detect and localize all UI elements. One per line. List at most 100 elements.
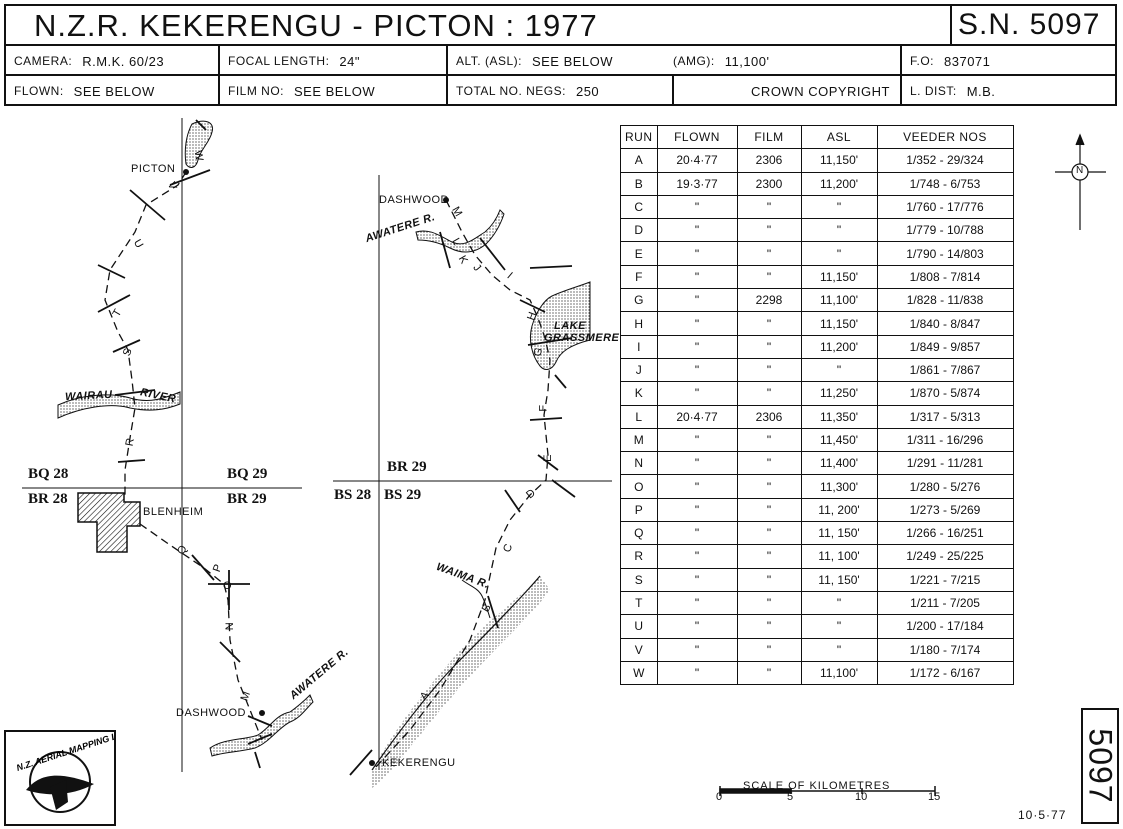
sheet-stamp-text: 5097 bbox=[1082, 728, 1119, 804]
film-cell: " bbox=[736, 334, 802, 359]
coastline bbox=[371, 575, 541, 771]
run-ticks-left bbox=[97, 119, 273, 769]
film-cell: " bbox=[736, 521, 802, 546]
header-block: N.Z.R. KEKERENGU - PICTON : 1977 S.N. 50… bbox=[4, 4, 1117, 106]
dashwood-left-dot bbox=[259, 710, 265, 716]
scale-tick-10: 10 bbox=[855, 791, 868, 803]
veeder-cell: 1/779 - 10/788 bbox=[876, 218, 1014, 243]
film-cell: " bbox=[736, 474, 802, 499]
run-cell: K bbox=[620, 381, 658, 406]
run-letter-f: F bbox=[537, 404, 550, 412]
camera-cell: CAMERA: R.M.K. 60/23 bbox=[6, 46, 220, 76]
header-film: FILM bbox=[736, 124, 802, 150]
run-cell: A bbox=[620, 148, 658, 173]
fo-value: 837071 bbox=[944, 53, 991, 69]
asl-cell: 11,200' bbox=[800, 171, 878, 196]
table-row: E"""1/790 - 14/803 bbox=[620, 241, 1014, 266]
film-cell: 2306 bbox=[736, 404, 802, 429]
sheet-bq29: BQ 29 bbox=[227, 466, 268, 482]
film-no-value: SEE BELOW bbox=[294, 83, 376, 99]
run-cell: G bbox=[620, 288, 658, 313]
table-row: H""11,150'1/840 - 8/847 bbox=[620, 311, 1014, 336]
run-cell: Q bbox=[620, 521, 658, 546]
run-cell: V bbox=[620, 637, 658, 662]
veeder-cell: 1/266 - 16/251 bbox=[876, 521, 1014, 546]
scale-bar bbox=[719, 786, 936, 796]
flown-cell: " bbox=[656, 660, 738, 686]
kekerengu-label: KEKERENGU bbox=[382, 757, 456, 769]
table-row: I""11,200'1/849 - 9/857 bbox=[620, 334, 1014, 359]
veeder-cell: 1/870 - 5/874 bbox=[876, 381, 1014, 406]
l-dist-cell: L. DIST: M.B. bbox=[902, 76, 1115, 106]
flown-cell: " bbox=[656, 544, 738, 569]
focal-length-label: FOCAL LENGTH: bbox=[228, 54, 330, 68]
amg-value: 11,100' bbox=[724, 53, 770, 69]
flown-cell: " bbox=[656, 357, 738, 383]
run-cell: L bbox=[620, 404, 658, 429]
film-cell: " bbox=[736, 427, 802, 453]
flight-line-right bbox=[374, 199, 551, 769]
copyright-cell: CROWN COPYRIGHT bbox=[674, 76, 902, 106]
flown-cell: " bbox=[656, 474, 738, 499]
table-row: M""11,450'1/311 - 16/296 bbox=[620, 427, 1014, 453]
north-arrow bbox=[1055, 133, 1106, 230]
run-letter-r: R bbox=[123, 436, 137, 448]
fo-cell: F.O: 837071 bbox=[902, 46, 1115, 76]
film-cell: " bbox=[736, 544, 802, 569]
asl-cell: 11, 200' bbox=[800, 497, 878, 523]
flown-cell: " bbox=[656, 521, 738, 546]
film-cell: 2306 bbox=[736, 148, 802, 173]
asl-cell: 11,100' bbox=[800, 288, 878, 313]
run-cell: F bbox=[620, 264, 658, 290]
veeder-cell: 1/849 - 9/857 bbox=[876, 334, 1014, 359]
flown-cell: " bbox=[656, 194, 738, 220]
flown-cell: " bbox=[656, 381, 738, 406]
dashwood-right-label: DASHWOOD bbox=[379, 194, 449, 206]
film-cell: " bbox=[736, 637, 802, 662]
awatere-river-left bbox=[209, 694, 314, 757]
run-cell: R bbox=[620, 544, 658, 569]
veeder-cell: 1/840 - 8/847 bbox=[876, 311, 1014, 336]
run-cell: H bbox=[620, 311, 658, 336]
asl-cell: 11,200' bbox=[800, 334, 878, 359]
run-cell: U bbox=[620, 614, 658, 639]
film-cell: 2298 bbox=[736, 288, 802, 313]
run-ticks-right bbox=[349, 231, 576, 776]
flown-cell: " bbox=[656, 334, 738, 359]
header-row-2: FLOWN: SEE BELOW FILM NO: SEE BELOW TOTA… bbox=[6, 74, 1115, 106]
focal-length-value: 24" bbox=[339, 53, 360, 69]
asl-cell: " bbox=[800, 637, 878, 662]
veeder-cell: 1/221 - 7/215 bbox=[876, 567, 1014, 592]
asl-cell: " bbox=[800, 614, 878, 639]
scale-tick-5: 5 bbox=[787, 791, 794, 803]
flown-cell: " bbox=[656, 311, 738, 336]
wairau-label: WAIRAU bbox=[64, 388, 113, 404]
table-row: R""11, 100'1/249 - 25/225 bbox=[620, 544, 1014, 569]
asl-cell: 11, 150' bbox=[800, 521, 878, 546]
sheet-br29-left: BR 29 bbox=[227, 491, 267, 507]
film-cell: " bbox=[736, 660, 802, 686]
flown-cell: FLOWN: SEE BELOW bbox=[6, 76, 220, 106]
table-row: W""11,100'1/172 - 6/167 bbox=[620, 660, 1014, 686]
company-logo: N.Z. AERIAL MAPPING LTD. bbox=[4, 727, 131, 826]
map-title: N.Z.R. KEKERENGU - PICTON : 1977 bbox=[34, 8, 598, 43]
veeder-cell: 1/200 - 17/184 bbox=[876, 614, 1014, 639]
run-cell: D bbox=[620, 218, 658, 243]
veeder-cell: 1/808 - 7/814 bbox=[876, 264, 1014, 290]
asl-cell: 11,150' bbox=[800, 264, 878, 290]
flown-cell: " bbox=[656, 427, 738, 453]
film-cell: " bbox=[736, 218, 802, 243]
veeder-cell: 1/748 - 6/753 bbox=[876, 171, 1014, 196]
flown-cell: 19·3·77 bbox=[656, 171, 738, 196]
run-cell: P bbox=[620, 497, 658, 523]
table-row: O""11,300'1/280 - 5/276 bbox=[620, 474, 1014, 499]
blenheim-label: BLENHEIM bbox=[143, 506, 204, 518]
table-row: D"""1/779 - 10/788 bbox=[620, 218, 1014, 243]
asl-cell: " bbox=[800, 218, 878, 243]
flown-cell: " bbox=[656, 614, 738, 639]
film-cell: " bbox=[736, 567, 802, 592]
waima-river bbox=[461, 579, 491, 619]
flown-cell: " bbox=[656, 567, 738, 592]
